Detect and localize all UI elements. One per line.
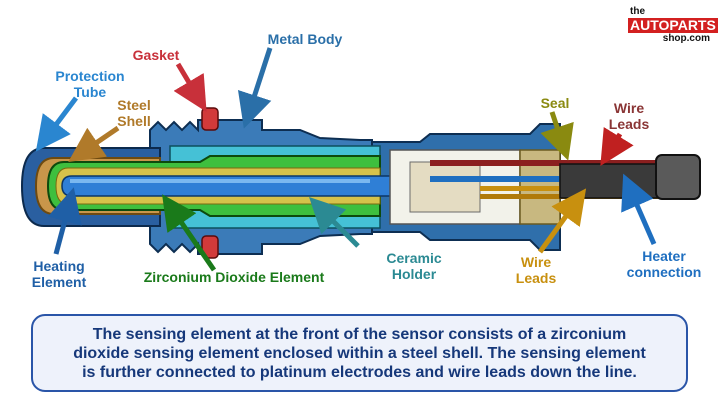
cable-end xyxy=(655,154,701,200)
caption-box: The sensing element at the front of the … xyxy=(31,314,688,392)
label-wire-leads-top: Wire Leads xyxy=(608,100,650,132)
label-protection-tube: Protection Tube xyxy=(55,68,125,100)
caption-text: The sensing element at the front of the … xyxy=(73,325,646,381)
brand-logo: the AUTOPARTS shop.com xyxy=(628,6,718,46)
leader-wire-leads-top xyxy=(600,126,634,166)
label-ceramic-holder: Ceramic Holder xyxy=(386,250,442,282)
gasket-top xyxy=(201,107,219,131)
leader-heater-connection xyxy=(621,173,657,246)
label-gasket: Gasket xyxy=(132,47,180,63)
label-heater-connection: Heater connection xyxy=(626,248,702,280)
leader-protection-tube xyxy=(35,96,78,152)
wire-blue xyxy=(430,176,660,182)
logo-line-2: AUTOPARTS xyxy=(628,17,718,33)
rod-highlight xyxy=(70,179,370,183)
label-seal: Seal xyxy=(540,95,570,111)
wire-red xyxy=(430,160,660,166)
leader-wire-leads-bottom xyxy=(537,188,587,254)
label-zirconium-element: Zirconium Dioxide Element xyxy=(143,269,325,285)
leader-zirconium xyxy=(162,194,217,272)
label-metal-body: Metal Body xyxy=(267,31,343,47)
leader-metal-body xyxy=(237,47,273,129)
ceramic-insert xyxy=(409,161,481,213)
logo-line-1: the xyxy=(630,6,645,17)
leader-seal xyxy=(540,111,574,161)
label-wire-leads-bottom: Wire Leads xyxy=(515,254,557,286)
cable-jacket xyxy=(559,163,661,199)
leader-heating-element xyxy=(47,187,82,255)
label-steel-shell: Steel Shell xyxy=(117,97,151,129)
label-heating-element: Heating Element xyxy=(31,258,87,290)
leader-ceramic-holder xyxy=(309,197,360,248)
gasket-bottom xyxy=(201,235,219,259)
leader-steel-shell xyxy=(68,125,120,162)
leader-gasket xyxy=(173,62,207,113)
logo-line-3: shop.com xyxy=(662,33,710,44)
